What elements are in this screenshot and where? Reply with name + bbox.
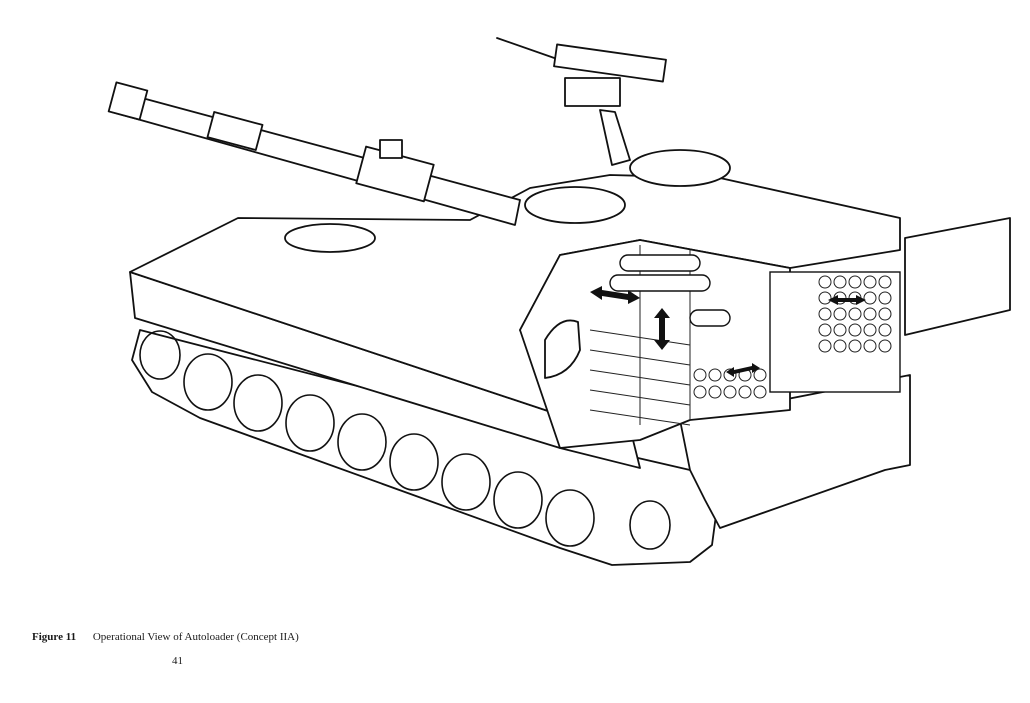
figure-title: Operational View of Autoloader (Concept … [92,631,299,643]
cutaway-interior [519,239,791,449]
double-arrow-vertical-icon [654,308,670,350]
figure-caption: Figure 11 Operational View of Autoloader… [32,631,299,643]
sight-block [379,139,403,159]
ammo-magazine [693,271,901,399]
center-hatch [524,186,626,224]
movement-arrows [590,286,866,377]
front-hatch [284,223,376,253]
loader-trays [589,245,691,426]
machine-gun-mount [496,37,667,166]
double-arrow-magazine-icon [828,295,866,305]
hatches [284,149,731,253]
crew-seat [544,319,581,379]
rear-hatch [629,149,731,187]
tray-rounds [609,254,731,327]
double-arrow-lower-icon [726,363,760,377]
road-wheels [139,330,671,550]
double-arrow-horizontal-icon [590,286,640,304]
main-gun-barrel [111,91,521,226]
bore-evacuator [206,111,264,151]
muzzle-brake [107,81,149,121]
page-number: 41 [172,655,183,667]
autoloader-vehicle-illustration [107,37,1011,566]
figure-label: Figure 11 [32,631,77,643]
rear-door [904,217,1011,336]
